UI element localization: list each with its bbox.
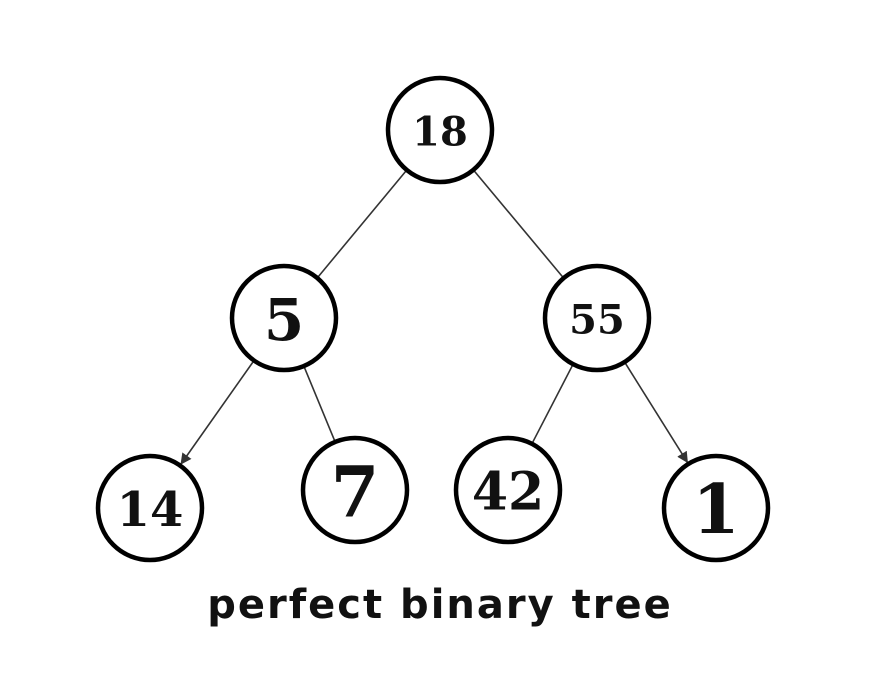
node-circle: [95, 453, 205, 563]
tree-node-root: 18: [385, 75, 495, 185]
tree-node-right-right: 1: [661, 453, 771, 563]
diagram-caption: perfect binary tree: [207, 582, 673, 628]
edge-root-to-right: [472, 169, 565, 279]
edge-root-to-left: [316, 169, 408, 279]
tree-node-left-right: 7: [300, 435, 410, 545]
node-label: 7: [331, 451, 380, 534]
edge-left-to-left-right: [303, 365, 336, 443]
edge-right-to-right-left: [531, 363, 574, 445]
node-circle: [385, 75, 495, 185]
node-circle: [229, 263, 339, 373]
node-circle: [300, 435, 410, 545]
node-label: 14: [117, 482, 184, 538]
tree-node-left-left: 14: [95, 453, 205, 563]
node-circle: [661, 453, 771, 563]
edge-left-to-left-left: [180, 360, 255, 465]
node-circle: [453, 435, 563, 545]
node-label: 5: [264, 286, 304, 354]
tree-node-right: 55: [542, 263, 652, 373]
node-label: 18: [412, 109, 468, 156]
node-label: 55: [569, 297, 625, 344]
edge-right-to-right-right: [623, 361, 689, 464]
node-circle: [542, 263, 652, 373]
edges-layer: [180, 169, 689, 465]
tree-node-left: 5: [229, 263, 339, 373]
node-label: 42: [472, 462, 544, 523]
node-label: 1: [692, 470, 739, 550]
tree-node-right-left: 42: [453, 435, 563, 545]
